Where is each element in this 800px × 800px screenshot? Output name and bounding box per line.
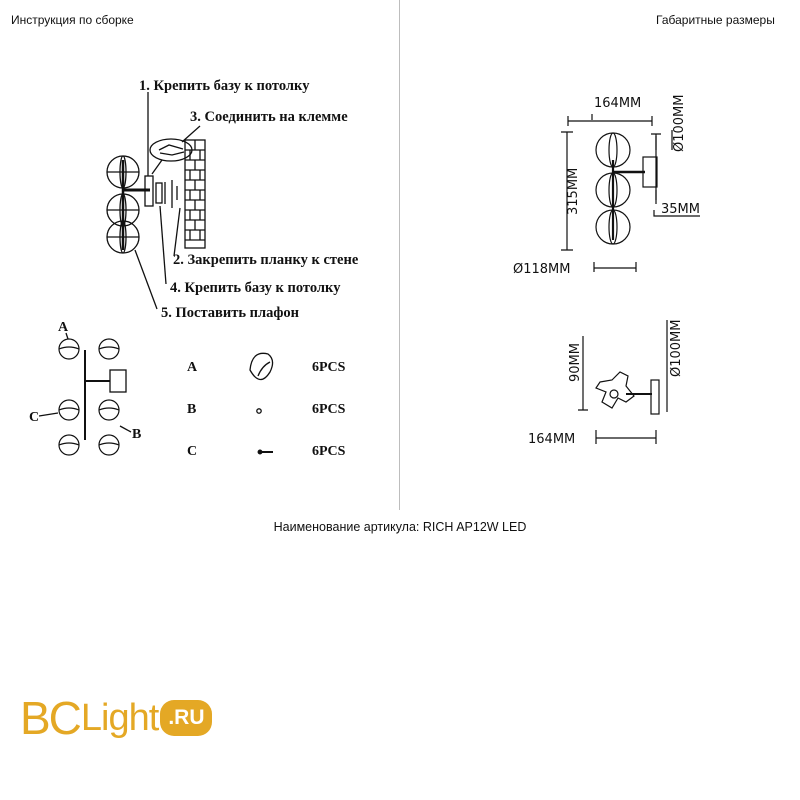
logo-bc: BC (20, 692, 82, 744)
lamp-assembly-illustration (106, 155, 178, 254)
part-c-letter: C (187, 444, 198, 459)
dim-shade-diameter-bottom: Ø100MM (669, 320, 684, 377)
assembly-instructions-header: Инструкция по сборке (11, 13, 134, 27)
dimensions-header: Габаритные размеры (656, 13, 775, 27)
section-divider (399, 0, 400, 510)
dim-canopy-diameter: Ø118MM (513, 262, 570, 277)
wall-illustration (184, 139, 206, 249)
step-5-label: 5. Поставить плафон (161, 305, 299, 321)
dim-depth: 35MM (661, 202, 700, 217)
step-1-label: 1. Крепить базу к потолку (139, 78, 310, 94)
dim-height: 315MM (566, 168, 581, 215)
callout-b: B (132, 427, 142, 442)
logo-ru-badge: .RU (160, 700, 213, 736)
side-view-dimension-drawing (578, 320, 668, 444)
dim-width-top: 164MM (594, 96, 641, 111)
part-b-qty: 6PCS (312, 402, 346, 417)
step-3-label: 3. Соединить на клемме (190, 109, 348, 125)
part-a-letter: A (187, 360, 198, 375)
part-b-letter: B (187, 402, 197, 417)
screw-icon (256, 408, 262, 414)
dim-width-bottom: 164MM (528, 432, 575, 447)
pin-icon (257, 449, 273, 455)
logo-light: Light (80, 696, 159, 739)
part-c-qty: 6PCS (312, 444, 346, 459)
terminal-connector-illustration (149, 138, 193, 175)
callout-c: C (29, 410, 40, 425)
parts-diagram-illustration (38, 332, 132, 456)
article-name: Наименование артикула: RICH AP12W LED (273, 520, 527, 534)
step-4-label: 4. Крепить базу к потолку (170, 280, 341, 296)
front-view-dimension-drawing (561, 114, 700, 272)
callout-a: A (58, 320, 69, 335)
bclight-logo[interactable]: BC Light .RU (20, 688, 213, 748)
part-a-qty: 6PCS (312, 360, 346, 375)
dim-bracket-height: 90MM (568, 343, 583, 382)
step-2-label: 2. Закрепить планку к стене (173, 252, 359, 268)
dim-shade-diameter-top: Ø100MM (672, 95, 687, 152)
shade-icon (249, 352, 274, 381)
